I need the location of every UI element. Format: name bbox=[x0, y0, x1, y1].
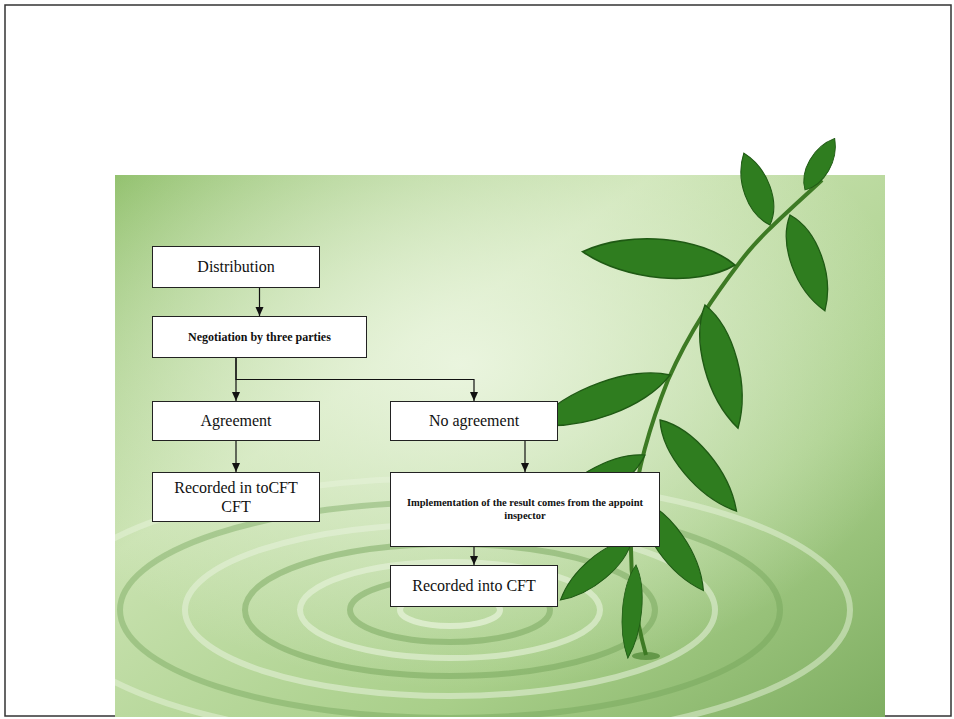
box-label: Negotiation by three parties bbox=[188, 330, 331, 344]
box-label: No agreement bbox=[429, 411, 519, 430]
process-box: Recorded in toCFT CFT bbox=[152, 472, 320, 522]
process-box: Distribution bbox=[152, 246, 320, 288]
flow-arrow bbox=[524, 441, 525, 472]
photo-ground bbox=[115, 175, 885, 717]
box-label: Recorded in toCFT CFT bbox=[161, 478, 311, 516]
leaf-branch bbox=[528, 133, 844, 660]
flow-arrow bbox=[473, 547, 474, 565]
flow-arrow bbox=[259, 288, 260, 316]
box-label: Agreement bbox=[200, 411, 271, 430]
process-box: Agreement bbox=[152, 401, 320, 441]
process-box: Negotiation by three parties bbox=[152, 316, 367, 358]
process-box: Implementation of the result comes from … bbox=[390, 472, 660, 547]
flow-arrow bbox=[235, 441, 236, 472]
box-label: Distribution bbox=[197, 257, 274, 276]
slide-border bbox=[5, 5, 951, 716]
box-label: Recorded into CFT bbox=[412, 576, 536, 595]
box-label: Implementation of the result comes from … bbox=[399, 497, 651, 522]
process-box: Recorded into CFT bbox=[390, 565, 558, 607]
process-box: No agreement bbox=[390, 401, 558, 441]
flow-arrow bbox=[236, 358, 474, 401]
